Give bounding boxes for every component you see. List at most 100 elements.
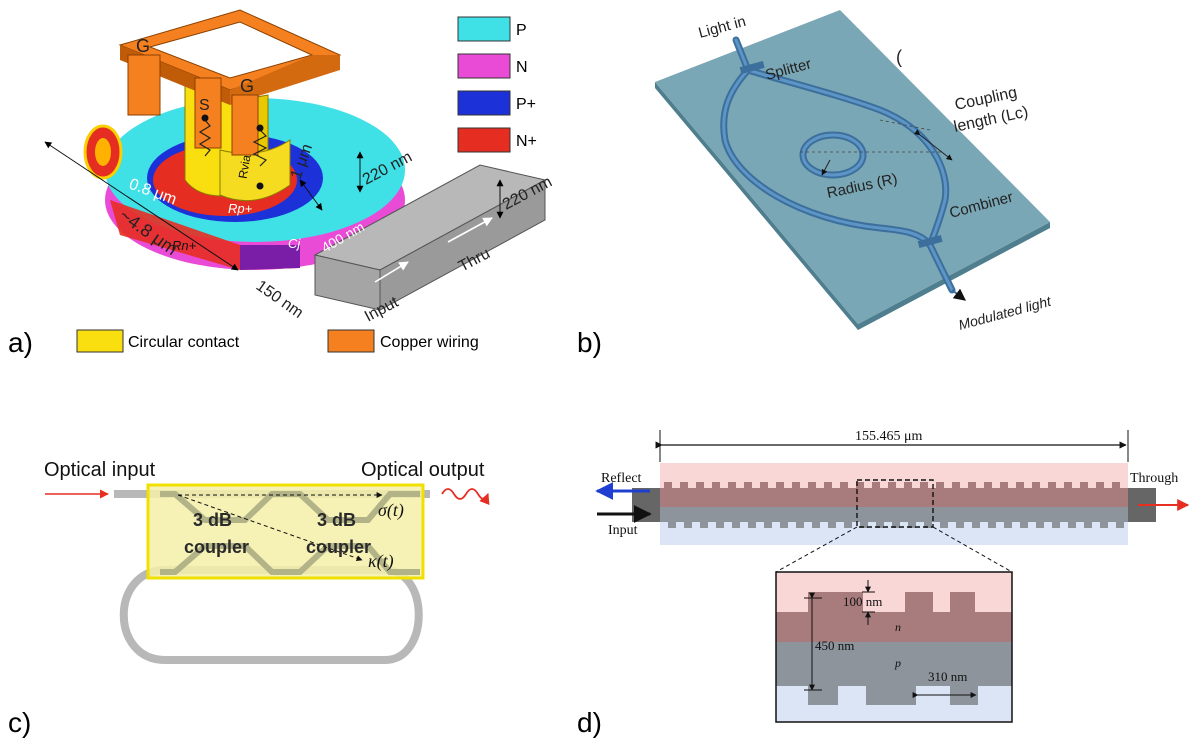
dim-310nm: 310 nm xyxy=(928,669,967,684)
grating-tooth-bottom xyxy=(1052,522,1060,528)
grating-tooth-top xyxy=(728,482,736,488)
grating-tooth-top xyxy=(760,482,768,488)
grating-tooth-bottom xyxy=(812,522,820,528)
coupler2-line2: coupler xyxy=(306,537,371,557)
length-label: 155.465 μm xyxy=(855,429,923,444)
grating-tooth-top xyxy=(904,482,912,488)
legend-label-p: P xyxy=(516,22,527,39)
grating-tooth-bottom xyxy=(956,522,964,528)
grating-tooth-bottom xyxy=(1100,522,1108,528)
zoom-box xyxy=(856,479,934,528)
grating-tooth-bottom xyxy=(1068,522,1076,528)
legend-label-n: N xyxy=(516,59,528,76)
optical-output-label: Optical output xyxy=(361,459,485,481)
reflect-label: Reflect xyxy=(601,471,642,486)
grating-tooth-bottom xyxy=(1116,522,1124,528)
legend-a: P N P+ N+ xyxy=(457,16,537,153)
grating-tooth-bottom xyxy=(940,522,948,528)
grating-tooth-top xyxy=(1064,482,1072,488)
grating-tooth-bottom xyxy=(1004,522,1012,528)
grating-tooth-top xyxy=(888,482,896,488)
legend-label-n-plus: N+ xyxy=(516,133,537,150)
port-left xyxy=(632,488,660,522)
grating-tooth-top xyxy=(1032,482,1040,488)
legend-label-copper-wiring: Copper wiring xyxy=(380,334,479,351)
panel-b: Light in Splitter ( Coupling length (Lc)… xyxy=(577,10,1054,358)
grating-tooth-bottom xyxy=(1036,522,1044,528)
grating-tooth-bottom xyxy=(1084,522,1092,528)
p-label: p xyxy=(894,656,901,670)
coupler-paths xyxy=(160,491,420,575)
grating-tooth-bottom xyxy=(844,522,852,528)
grating-tooth-top xyxy=(744,482,752,488)
grating-tooth-top xyxy=(1048,482,1056,488)
input-label-d: Input xyxy=(608,523,638,538)
grating-tooth-bottom xyxy=(828,522,836,528)
kappa-label: κ(t) xyxy=(368,551,394,572)
legend-label-p-plus: P+ xyxy=(516,96,536,113)
legend-swatch-circular-contact xyxy=(76,329,124,353)
grating-tooth-top xyxy=(1096,482,1104,488)
dim-100nm: 100 nm xyxy=(843,594,882,609)
contact-s-label: S xyxy=(199,97,210,114)
grating-tooth-bottom xyxy=(716,522,724,528)
grating-tooth-top xyxy=(920,482,928,488)
legend-swatch-n-plus xyxy=(457,127,511,153)
grating-tooth-bottom xyxy=(908,522,916,528)
grating-tooth-bottom xyxy=(796,522,804,528)
ring-resonator xyxy=(119,566,423,664)
dim-150nm: 150 nm xyxy=(253,277,306,322)
legend-swatch-p-plus xyxy=(457,90,511,116)
grating-tooth-top xyxy=(984,482,992,488)
grating-tooth-bottom xyxy=(1020,522,1028,528)
grating-tooth-bottom xyxy=(972,522,980,528)
grating-tooth-bottom xyxy=(748,522,756,528)
splitter-pad xyxy=(739,60,765,74)
grating-tooth-top xyxy=(1000,482,1008,488)
grating-tooth-top xyxy=(872,482,880,488)
grating-teeth-top xyxy=(664,482,1120,488)
through-label: Through xyxy=(1130,471,1178,486)
grating-tooth-bottom xyxy=(668,522,676,528)
grating-tooth-bottom xyxy=(924,522,932,528)
grating-tooth-top xyxy=(664,482,672,488)
coupler1-line1: 3 dB xyxy=(193,510,232,530)
sigma-label: σ(t) xyxy=(378,500,404,521)
grating-tooth-top xyxy=(952,482,960,488)
grating-tooth-top xyxy=(712,482,720,488)
grating-tooth-top xyxy=(776,482,784,488)
coupler1-line2: coupler xyxy=(184,537,249,557)
grating-tooth-top xyxy=(1112,482,1120,488)
panel-b-label: b) xyxy=(577,327,602,358)
grating-tooth-top xyxy=(1080,482,1088,488)
grating-teeth-bottom xyxy=(668,522,1124,528)
grating-tooth-bottom xyxy=(988,522,996,528)
grating-tooth-bottom xyxy=(700,522,708,528)
panel-a-label: a) xyxy=(8,327,33,358)
resistor-rvia2 xyxy=(252,129,268,167)
output-wave xyxy=(441,488,490,506)
grating-tooth-top xyxy=(680,482,688,488)
panel-d: 155.465 μm Reflect Input Through xyxy=(577,429,1190,738)
bus-waveguide-side xyxy=(379,179,546,311)
contact-g1-label: G xyxy=(136,36,150,56)
legend-swatch-n xyxy=(457,53,511,79)
modulated-light-label: Modulated light xyxy=(957,293,1054,333)
grating-tooth-top xyxy=(1016,482,1024,488)
grating-tooth-top xyxy=(696,482,704,488)
rp-plus-label: Rp+ xyxy=(228,201,253,216)
grating-tooth-top xyxy=(936,482,944,488)
panel-a: G S G Rvia Rp+ Rn+ Cj Input Thru ~4.8 μm… xyxy=(8,9,555,358)
grating-tooth-bottom xyxy=(780,522,788,528)
grating-tooth-bottom xyxy=(684,522,692,528)
grating-tooth-bottom xyxy=(860,522,868,528)
legend-label-circular-contact: Circular contact xyxy=(128,334,240,351)
grating-tooth-top xyxy=(856,482,864,488)
legend-swatch-p xyxy=(457,16,511,42)
grating-tooth-top xyxy=(968,482,976,488)
combiner-pad xyxy=(917,234,943,248)
inset xyxy=(775,571,1013,723)
r-via-label: Rvia xyxy=(236,153,254,179)
via-g1 xyxy=(127,54,161,116)
panel-d-label: d) xyxy=(577,707,602,738)
